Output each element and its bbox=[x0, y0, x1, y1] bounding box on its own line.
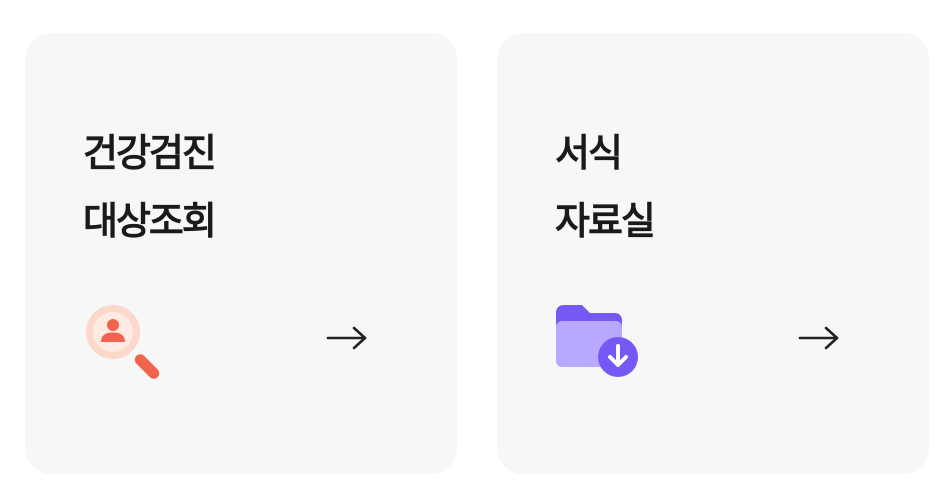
card-title-line-2: 대상조회 bbox=[83, 199, 217, 243]
form-archive-card[interactable]: 서식 자료실 bbox=[497, 33, 929, 474]
folder-download-icon bbox=[556, 305, 638, 377]
card-title: 서식 자료실 bbox=[555, 119, 656, 255]
arrow-right-icon[interactable] bbox=[797, 324, 841, 352]
person-search-icon bbox=[86, 305, 160, 379]
health-checkup-target-lookup-card[interactable]: 건강검진 대상조회 bbox=[25, 33, 457, 474]
arrow-right-icon[interactable] bbox=[325, 324, 369, 352]
card-title-line-2: 자료실 bbox=[555, 199, 656, 243]
card-title-line-1: 서식 bbox=[555, 131, 623, 175]
card-title: 건강검진 대상조회 bbox=[83, 119, 217, 255]
card-title-line-1: 건강검진 bbox=[83, 131, 217, 175]
